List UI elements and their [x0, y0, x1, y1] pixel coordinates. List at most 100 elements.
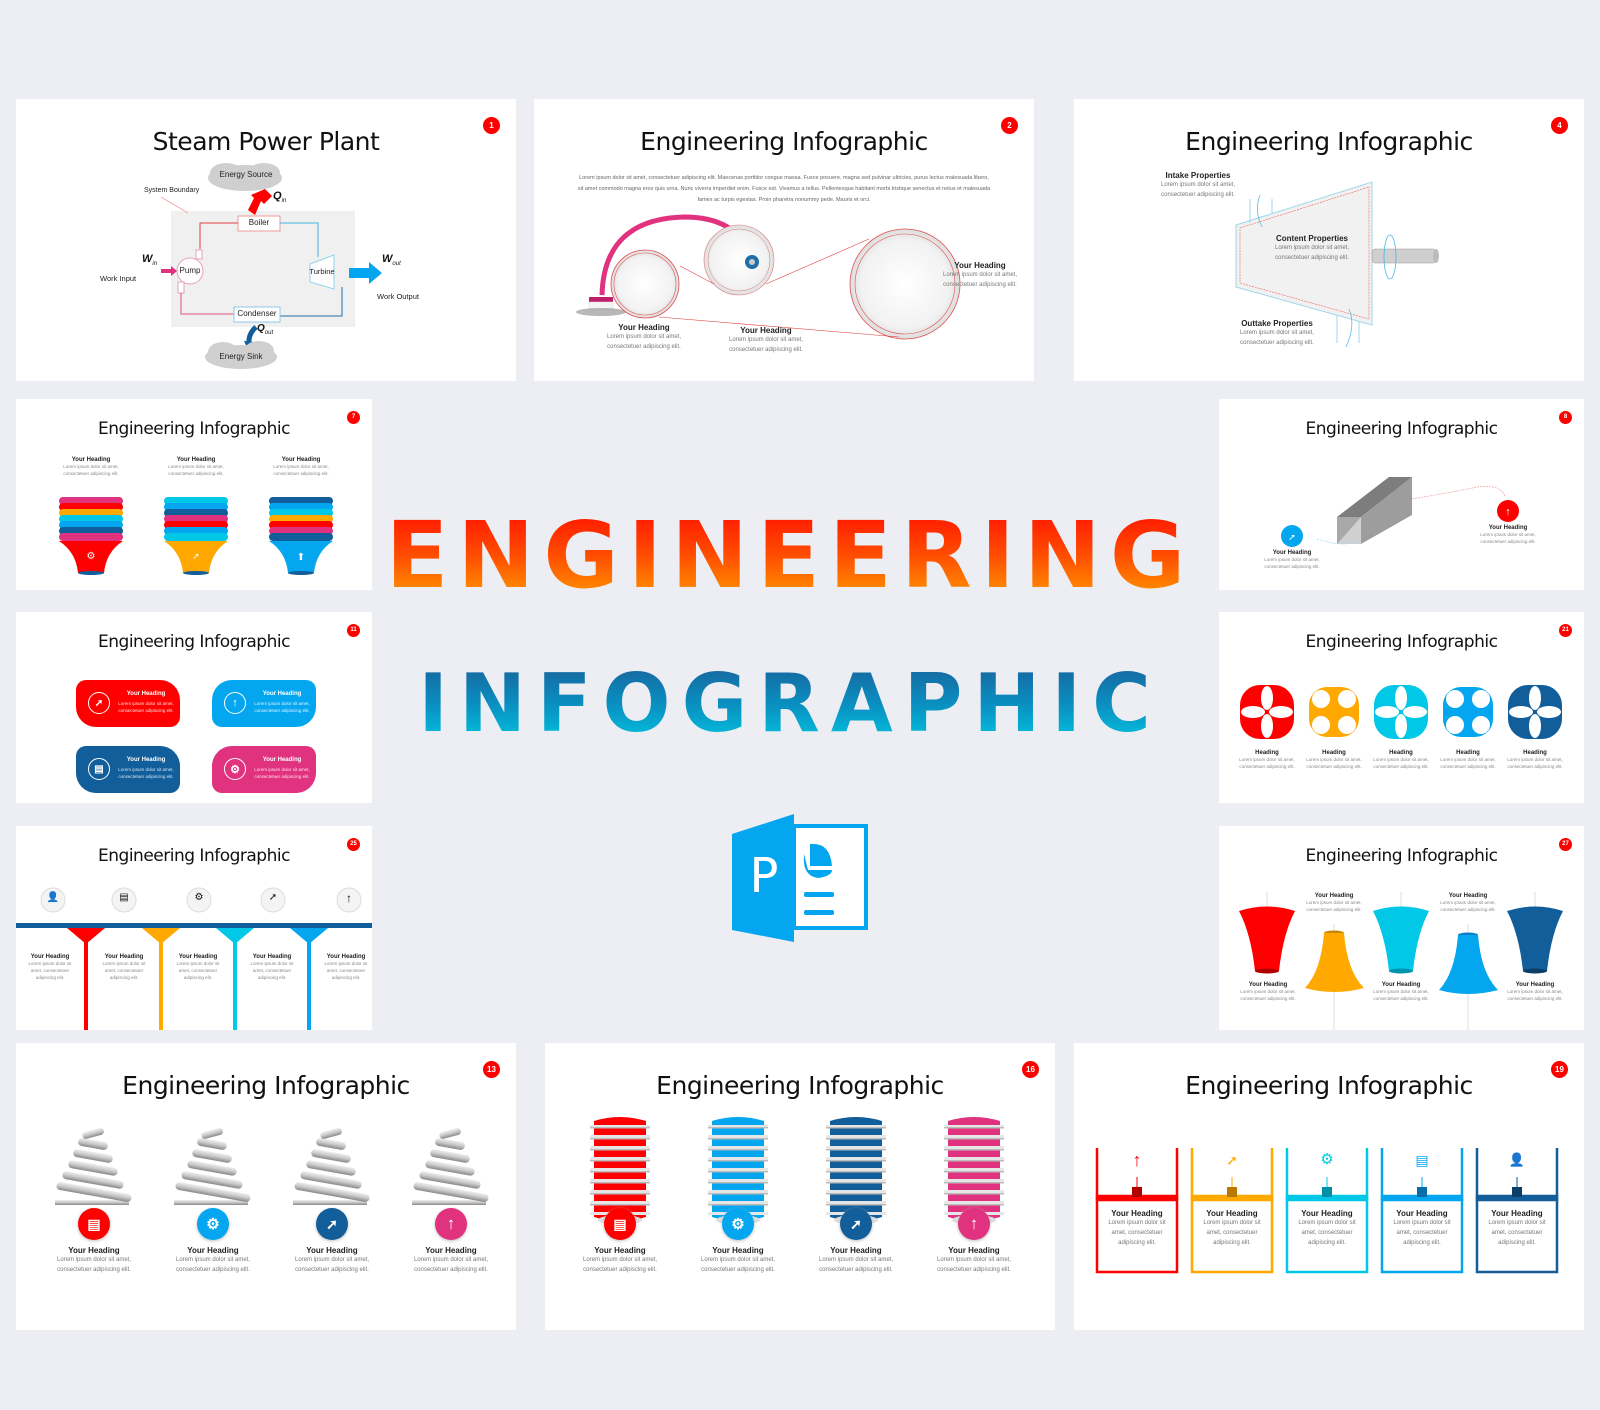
- timeline-heading: Your Heading: [326, 954, 366, 960]
- timeline-heading: Your Heading: [104, 954, 144, 960]
- piston-boxes: [1095, 1148, 1559, 1274]
- funnel-heading: Your Heading: [281, 457, 321, 463]
- slide-title: Engineering Infographic: [1305, 846, 1498, 866]
- powerpoint-logo-graphic: [732, 814, 868, 942]
- slide-number-badge: 2: [1001, 117, 1018, 134]
- slide-wavy-cards[interactable]: Engineering Infographic 11 ➚ Your Headin…: [16, 612, 372, 803]
- card-3[interactable]: ▤ Your Heading Lorem ipsum dolor sit ame…: [76, 746, 180, 793]
- slide-pulley-infographic[interactable]: Engineering Infographic 2 Lorem ipsum do…: [534, 99, 1034, 381]
- lorem-line: consectetuer adipiscing elit.: [254, 774, 310, 779]
- card-2[interactable]: ↑ Your Heading Lorem ipsum dolor sit ame…: [212, 680, 316, 727]
- steam-cycle-diagram: [160, 163, 382, 369]
- card-4[interactable]: ⚙ Your Heading Lorem ipsum dolor sit ame…: [212, 746, 316, 793]
- lorem-line: Lorem ipsum dolor sit: [176, 961, 220, 966]
- funnel-body: Lorem ipsum dolor sit amet,consectetuer …: [266, 463, 336, 477]
- card-heading: Your Heading: [262, 691, 302, 697]
- lorem-line: Lorem ipsum dolor sit amet,: [942, 272, 1018, 278]
- lorem-line: Lorem ipsum dolor sit amet,: [118, 701, 174, 706]
- arrow-up-icon: ↑: [1132, 1150, 1142, 1170]
- spring-body: Lorem ipsum dolor sit amet,consectetuer …: [406, 1255, 496, 1275]
- document-icon: ▤: [88, 758, 110, 780]
- spring-body: Lorem ipsum dolor sit amet,consectetuer …: [49, 1255, 139, 1275]
- lorem-line: Lorem ipsum dolor sit amet,: [118, 767, 174, 772]
- arrow-up-icon: ↑: [346, 891, 352, 905]
- slide-steam-power-plant[interactable]: Steam Power Plant 1 E: [16, 99, 516, 381]
- lorem-line: consectetuer adipiscing elit.: [414, 1267, 488, 1273]
- body-left: Lorem ipsum dolor sit amet,consectetuer …: [604, 332, 684, 352]
- slide-piston-boxes[interactable]: Engineering Infographic 19 ↑ ➚ ⚙ ▤ 👤 You…: [1074, 1043, 1584, 1330]
- card-body: Lorem ipsum dolor sit amet,consectetuer …: [252, 700, 312, 714]
- slide-title: Engineering Infographic: [98, 846, 290, 866]
- timeline-heading: Your Heading: [252, 954, 292, 960]
- heading-block-right: Your Heading Lorem ipsum dolor sit amet,…: [940, 261, 1020, 290]
- lorem-line: Lorem ipsum dolor sit amet,: [1507, 757, 1563, 762]
- lorem-line: adipiscing elit.: [1213, 1240, 1251, 1246]
- energy-sink-label: Energy Sink: [219, 352, 263, 361]
- document-icon: ▤: [604, 1208, 636, 1240]
- funnel-heading: Your Heading: [176, 457, 216, 463]
- slide-title: Engineering Infographic: [98, 632, 290, 652]
- slide-number-badge: 19: [1551, 1061, 1568, 1078]
- powerpoint-icon: P: [732, 814, 868, 942]
- cylinder-body: Lorem ipsum dolor sit amet,consectetuer …: [929, 1255, 1019, 1275]
- slide-timeline[interactable]: Engineering Infographic 25 👤 ▤ ⚙ ➚ ↑ You…: [16, 826, 372, 1030]
- pump-label: Pump: [179, 266, 201, 275]
- lorem-line: consectetuer adipiscing elit.: [937, 1267, 1011, 1273]
- lorem-line: Lorem ipsum dolor sit amet,: [56, 1257, 132, 1263]
- lorem-line: Lorem ipsum dolor sit amet,: [254, 701, 310, 706]
- lorem-line: consectetuer adipiscing elit.: [1373, 996, 1429, 1001]
- lorem-line: Lorem ipsum dolor sit amet,: [1306, 757, 1362, 762]
- lorem-line: consectetuer adipiscing elit.: [1306, 907, 1362, 912]
- funnel-heading: Your Heading: [71, 457, 111, 463]
- lorem-line: adipiscing elit.: [1118, 1240, 1156, 1246]
- lorem-line: consectetuer adipiscing elit.: [118, 774, 174, 779]
- cylinder-heading: Your Heading: [712, 1246, 764, 1255]
- q-in-label: Qin: [273, 190, 286, 204]
- lorem-line: consectetuer adipiscing elit.: [1373, 764, 1429, 769]
- arrow-up-icon: ↑: [958, 1208, 990, 1240]
- disc-body: Lorem ipsum dolor sit amet,consectetuer …: [1373, 756, 1429, 770]
- piston-heading: Your Heading: [1111, 1209, 1163, 1218]
- right-body: Lorem ipsum dolor sit amet,consectetuer …: [1473, 531, 1543, 545]
- w-in-subscript: in: [152, 261, 158, 268]
- disc-body: Lorem ipsum dolor sit amet,consectetuer …: [1239, 756, 1295, 770]
- slide-title: Engineering Infographic: [1185, 127, 1473, 156]
- slide-springs[interactable]: Engineering Infographic 13 ▤ ⚙ ➚ ↑ Your …: [16, 1043, 516, 1330]
- powerpoint-letter: P: [749, 848, 779, 904]
- slide-coiled-cylinders[interactable]: Engineering Infographic 16 ▤ ⚙ ➚ ↑ Your …: [545, 1043, 1055, 1330]
- heading-block-left: Your Heading Lorem ipsum dolor sit amet,…: [604, 323, 684, 352]
- lorem-line: Lorem ipsum dolor sit: [1393, 1220, 1451, 1226]
- slide-stacked-funnels[interactable]: Engineering Infographic 7 ⚙ ➚ ⬆ Your Hea…: [16, 399, 372, 590]
- condenser-label: Condenser: [237, 309, 277, 318]
- turbine-label: Turbine: [309, 267, 335, 276]
- timeline-heading: Your Heading: [30, 954, 70, 960]
- lorem-line: adipiscing elit.: [183, 975, 213, 980]
- bell-heading: Your Heading: [1314, 893, 1354, 899]
- lorem-line: Lorem ipsum dolor sit amet,: [1480, 532, 1536, 537]
- funnel-body: Lorem ipsum dolor sit amet,consectetuer …: [56, 463, 126, 477]
- lorem-line: consectetuer adipiscing elit.: [819, 1267, 893, 1273]
- lorem-line: Lorem ipsum dolor sit amet,: [294, 1257, 370, 1263]
- content-properties-block: Content Properties Lorem ipsum dolor sit…: [1272, 234, 1352, 263]
- slide-3d-beam[interactable]: Engineering Infographic 8 ↑ ➚ Your Headi…: [1219, 399, 1584, 590]
- lorem-line: Lorem ipsum dolor sit: [1488, 1220, 1546, 1226]
- card-1[interactable]: ➚ Your Heading Lorem ipsum dolor sit ame…: [76, 680, 180, 727]
- hero-title-engineering: ENGINEERING: [380, 502, 1200, 609]
- slide-turbine-infographic[interactable]: Engineering Infographic 4 Intake Propert…: [1074, 99, 1584, 381]
- lorem-line: amet, consectetuer: [1396, 1230, 1448, 1236]
- boiler-label: Boiler: [248, 218, 270, 227]
- lorem-line: consectetuer adipiscing elit.: [583, 1267, 657, 1273]
- slide-number-badge: 4: [1551, 117, 1568, 134]
- lorem-line: adipiscing elit.: [109, 975, 139, 980]
- pulley-diagram: [576, 214, 961, 340]
